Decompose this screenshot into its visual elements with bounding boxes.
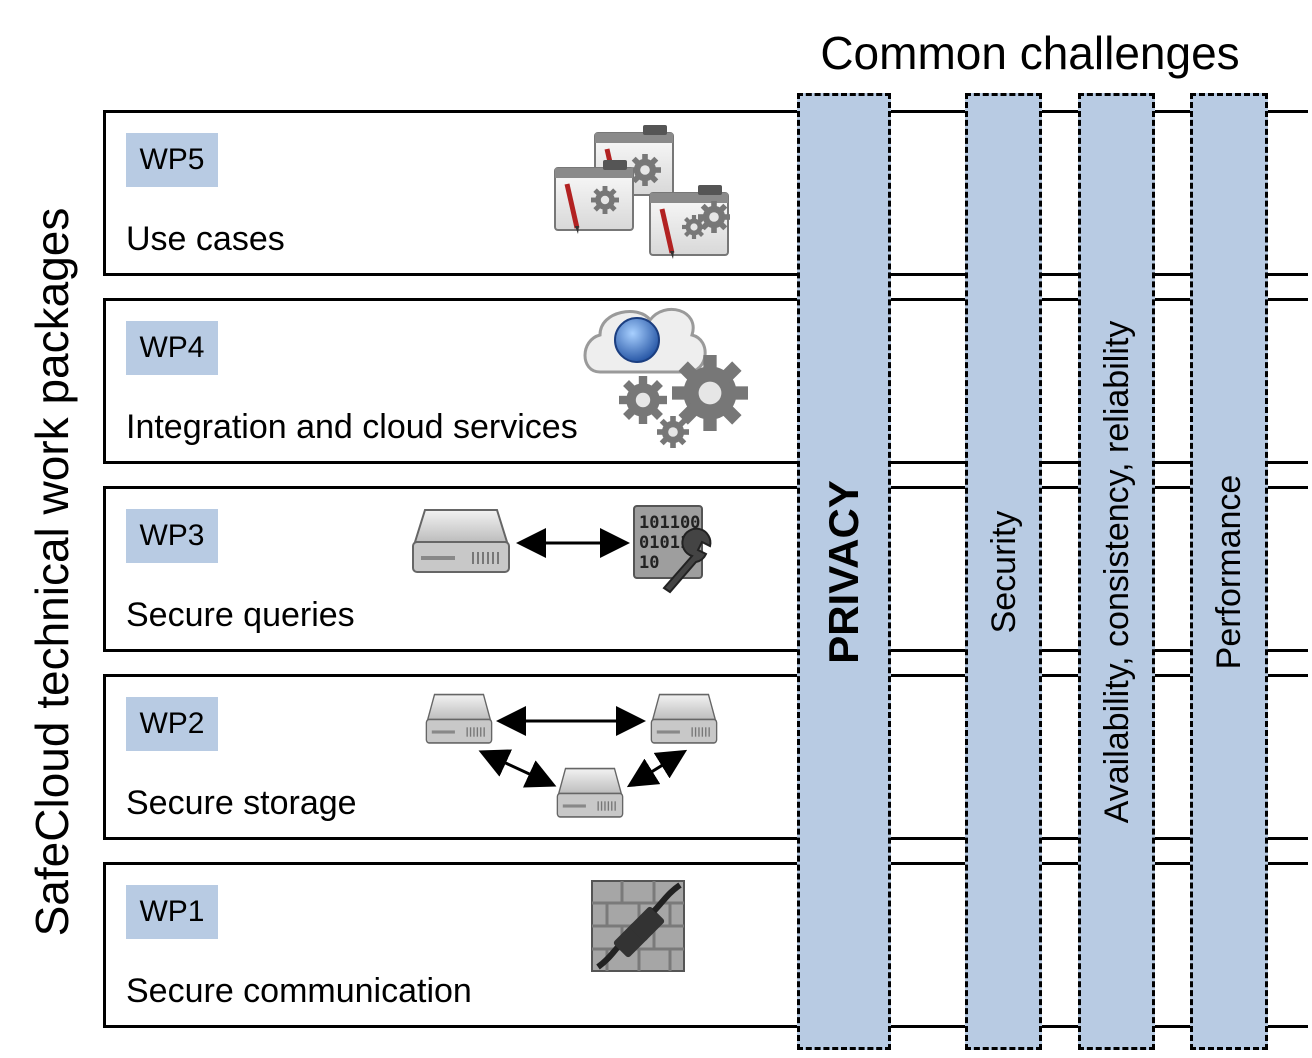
cloud-globe-gears-icon	[583, 307, 748, 448]
svg-text:101100: 101100	[639, 513, 700, 533]
wp-tag: WP1	[126, 885, 218, 939]
challenge-label: Performance	[1210, 474, 1248, 669]
svg-text:10: 10	[639, 553, 659, 573]
wp-tag: WP5	[126, 133, 218, 187]
challenge-label: PRIVACY	[820, 479, 867, 664]
firewall-plug-icon	[591, 880, 685, 972]
wp-name: Secure communication	[126, 972, 472, 1010]
bidirectional-arrow	[478, 749, 557, 788]
hard-drive-icon	[556, 767, 624, 818]
wp-name: Secure storage	[126, 784, 357, 822]
challenge-column-availability: Availability, consistency, reliability	[1078, 93, 1155, 1050]
challenge-column-performance: Performance	[1190, 93, 1268, 1050]
wp-tag: WP2	[126, 697, 218, 751]
app-windows-gears-icon	[555, 125, 730, 259]
wp-name: Use cases	[126, 220, 285, 258]
wp-name: Integration and cloud services	[126, 408, 578, 446]
challenge-label: Availability, consistency, reliability	[1097, 320, 1136, 823]
hard-drive-icon	[412, 509, 510, 573]
wp-tag: WP4	[126, 321, 218, 375]
hard-drive-icon	[650, 693, 718, 744]
binary-wrench-icon: 101100 01011 10	[633, 505, 712, 594]
wp2-icons	[425, 693, 718, 818]
wp-name: Secure queries	[126, 596, 355, 634]
challenge-label: Security	[984, 510, 1023, 633]
wp3-icons: 101100 01011 10	[412, 505, 712, 594]
challenge-column-privacy: PRIVACY	[797, 93, 891, 1050]
bidirectional-arrow	[626, 749, 688, 788]
common-challenges-title: Common challenges	[820, 27, 1240, 79]
hard-drive-icon	[425, 693, 493, 744]
wp-tag: WP3	[126, 509, 218, 563]
challenge-column-security: Security	[965, 93, 1042, 1050]
svg-text:01011: 01011	[639, 533, 690, 553]
